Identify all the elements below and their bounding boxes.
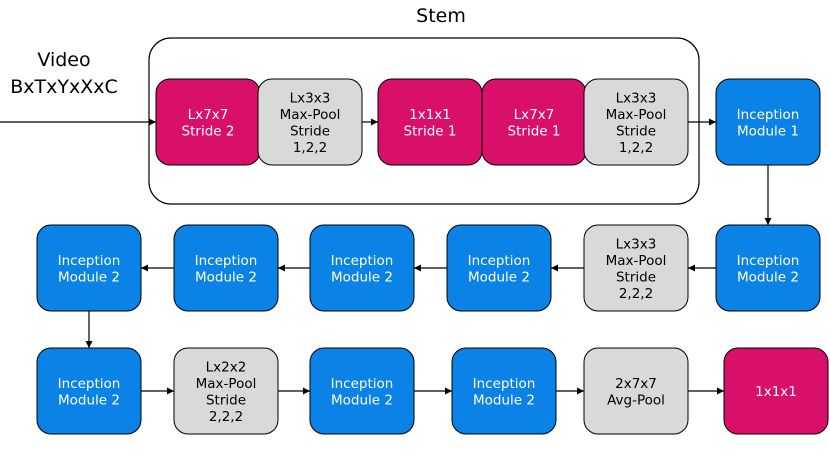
row2-block-2-lx3x3-label-line-4: 2,2,2 [619, 286, 653, 302]
stem-block-2-lx3x3-label-line-1: Lx3x3 [290, 90, 331, 106]
row2-block-1-inception-label-line-1: Inception [737, 253, 800, 269]
stem-block-2-lx3x3-label-line-3: Stride [290, 123, 330, 139]
row3-block-6-1x1x1-label-line-1: 1x1x1 [755, 384, 797, 400]
row2-block-2-lx3x3-label-line-1: Lx3x3 [616, 236, 657, 252]
row3-block-3-inception-box [309, 347, 415, 435]
row2-block-6-inception-label-line-1: Inception [58, 253, 121, 269]
row2-block-5-inception-box [173, 224, 279, 312]
row3-block-3-inception-label-line-2: Module 2 [331, 392, 393, 408]
stem-block-2-lx3x3-box [257, 78, 363, 166]
row3-block-6-1x1x1: 1x1x1 [723, 347, 829, 435]
row2-block-4-inception-box [309, 224, 415, 312]
row2-block-4-inception-label-line-1: Inception [331, 253, 394, 269]
stem-block-4-lx7x7-label-line-2: Stride 1 [508, 123, 561, 139]
row2-block-5-inception-label-line-2: Module 2 [195, 269, 257, 285]
stem-block-5-lx3x3-label-line-1: Lx3x3 [616, 90, 657, 106]
inception-module-1-block-label-line-1: Inception [737, 107, 800, 123]
row3-block-1-inception-label-line-1: Inception [58, 376, 121, 392]
stem-block-1-lx7x7-label-line-2: Stride 2 [182, 123, 235, 139]
row2-block-6-inception-box [36, 224, 142, 312]
row3-block-2-lx2x2-label-line-1: Lx2x2 [206, 359, 247, 375]
row2-block-3-inception-label-line-2: Module 2 [468, 269, 530, 285]
stem-block-4-lx7x7-label-line-1: Lx7x7 [514, 107, 555, 123]
row3-block-5-2x7x7-label-line-2: Avg-Pool [607, 392, 665, 408]
stem-title: Stem [416, 5, 466, 27]
row2-block-2-lx3x3-label-line-3: Stride [616, 269, 656, 285]
row3-block-4-inception-label-line-1: Inception [473, 376, 536, 392]
row2-block-4-inception-label-line-2: Module 2 [331, 269, 393, 285]
row3-block-5-2x7x7-box [583, 347, 689, 435]
stem-block-2-lx3x3-label-line-2: Max-Pool [280, 107, 341, 123]
row3-block-6-1x1x1-box [723, 347, 829, 435]
row2-block-6-inception-label-line-2: Module 2 [58, 269, 120, 285]
row3-block-3-inception-label-line-1: Inception [331, 376, 394, 392]
row2-block-5-inception-label-line-1: Inception [195, 253, 258, 269]
row3-block-1-inception-label-line-2: Module 2 [58, 392, 120, 408]
row2-block-2-lx3x3-box [583, 224, 689, 312]
inception-module-1-block-box [715, 78, 821, 166]
stem-block-1-lx7x7-label-line-1: Lx7x7 [188, 107, 229, 123]
row2-block-1-inception-box [715, 224, 821, 312]
input-label-line1: Video [37, 49, 90, 71]
row3-block-5-2x7x7-label-line-1: 2x7x7 [615, 376, 657, 392]
row2-block-3-inception-box [446, 224, 552, 312]
inception-module-1-block-label-line-2: Module 1 [737, 123, 799, 139]
row3-block-2-lx2x2-label-line-2: Max-Pool [196, 376, 257, 392]
row2-block-3-inception-label-line-1: Inception [468, 253, 531, 269]
stem-block-2-lx3x3-label-line-4: 1,2,2 [293, 140, 327, 156]
row3-block-1-inception-box [36, 347, 142, 435]
row2-block-1-inception-label-line-2: Module 2 [737, 269, 799, 285]
row2-block-2-lx3x3-label-line-2: Max-Pool [606, 253, 667, 269]
stem-block-5-lx3x3-label-line-4: 1,2,2 [619, 140, 653, 156]
input-label-line2: BxTxYxXxC [10, 76, 118, 98]
row3-block-2-lx2x2-label-line-4: 2,2,2 [209, 409, 243, 425]
stem-block-5-lx3x3-box [583, 78, 689, 166]
row3-block-4-inception-label-line-2: Module 2 [473, 392, 535, 408]
stem-block-5-lx3x3-label-line-3: Stride [616, 123, 656, 139]
row3-block-2-lx2x2-label-line-3: Stride [206, 392, 246, 408]
arrows-group [0, 118, 772, 395]
row3-block-2-lx2x2-box [173, 347, 279, 435]
stem-block-3-1x1x1-label-line-2: Stride 1 [404, 123, 457, 139]
stem-block-3-1x1x1-label-line-1: 1x1x1 [409, 107, 451, 123]
row3-block-4-inception-box [451, 347, 557, 435]
stem-block-5-lx3x3-label-line-2: Max-Pool [606, 107, 667, 123]
